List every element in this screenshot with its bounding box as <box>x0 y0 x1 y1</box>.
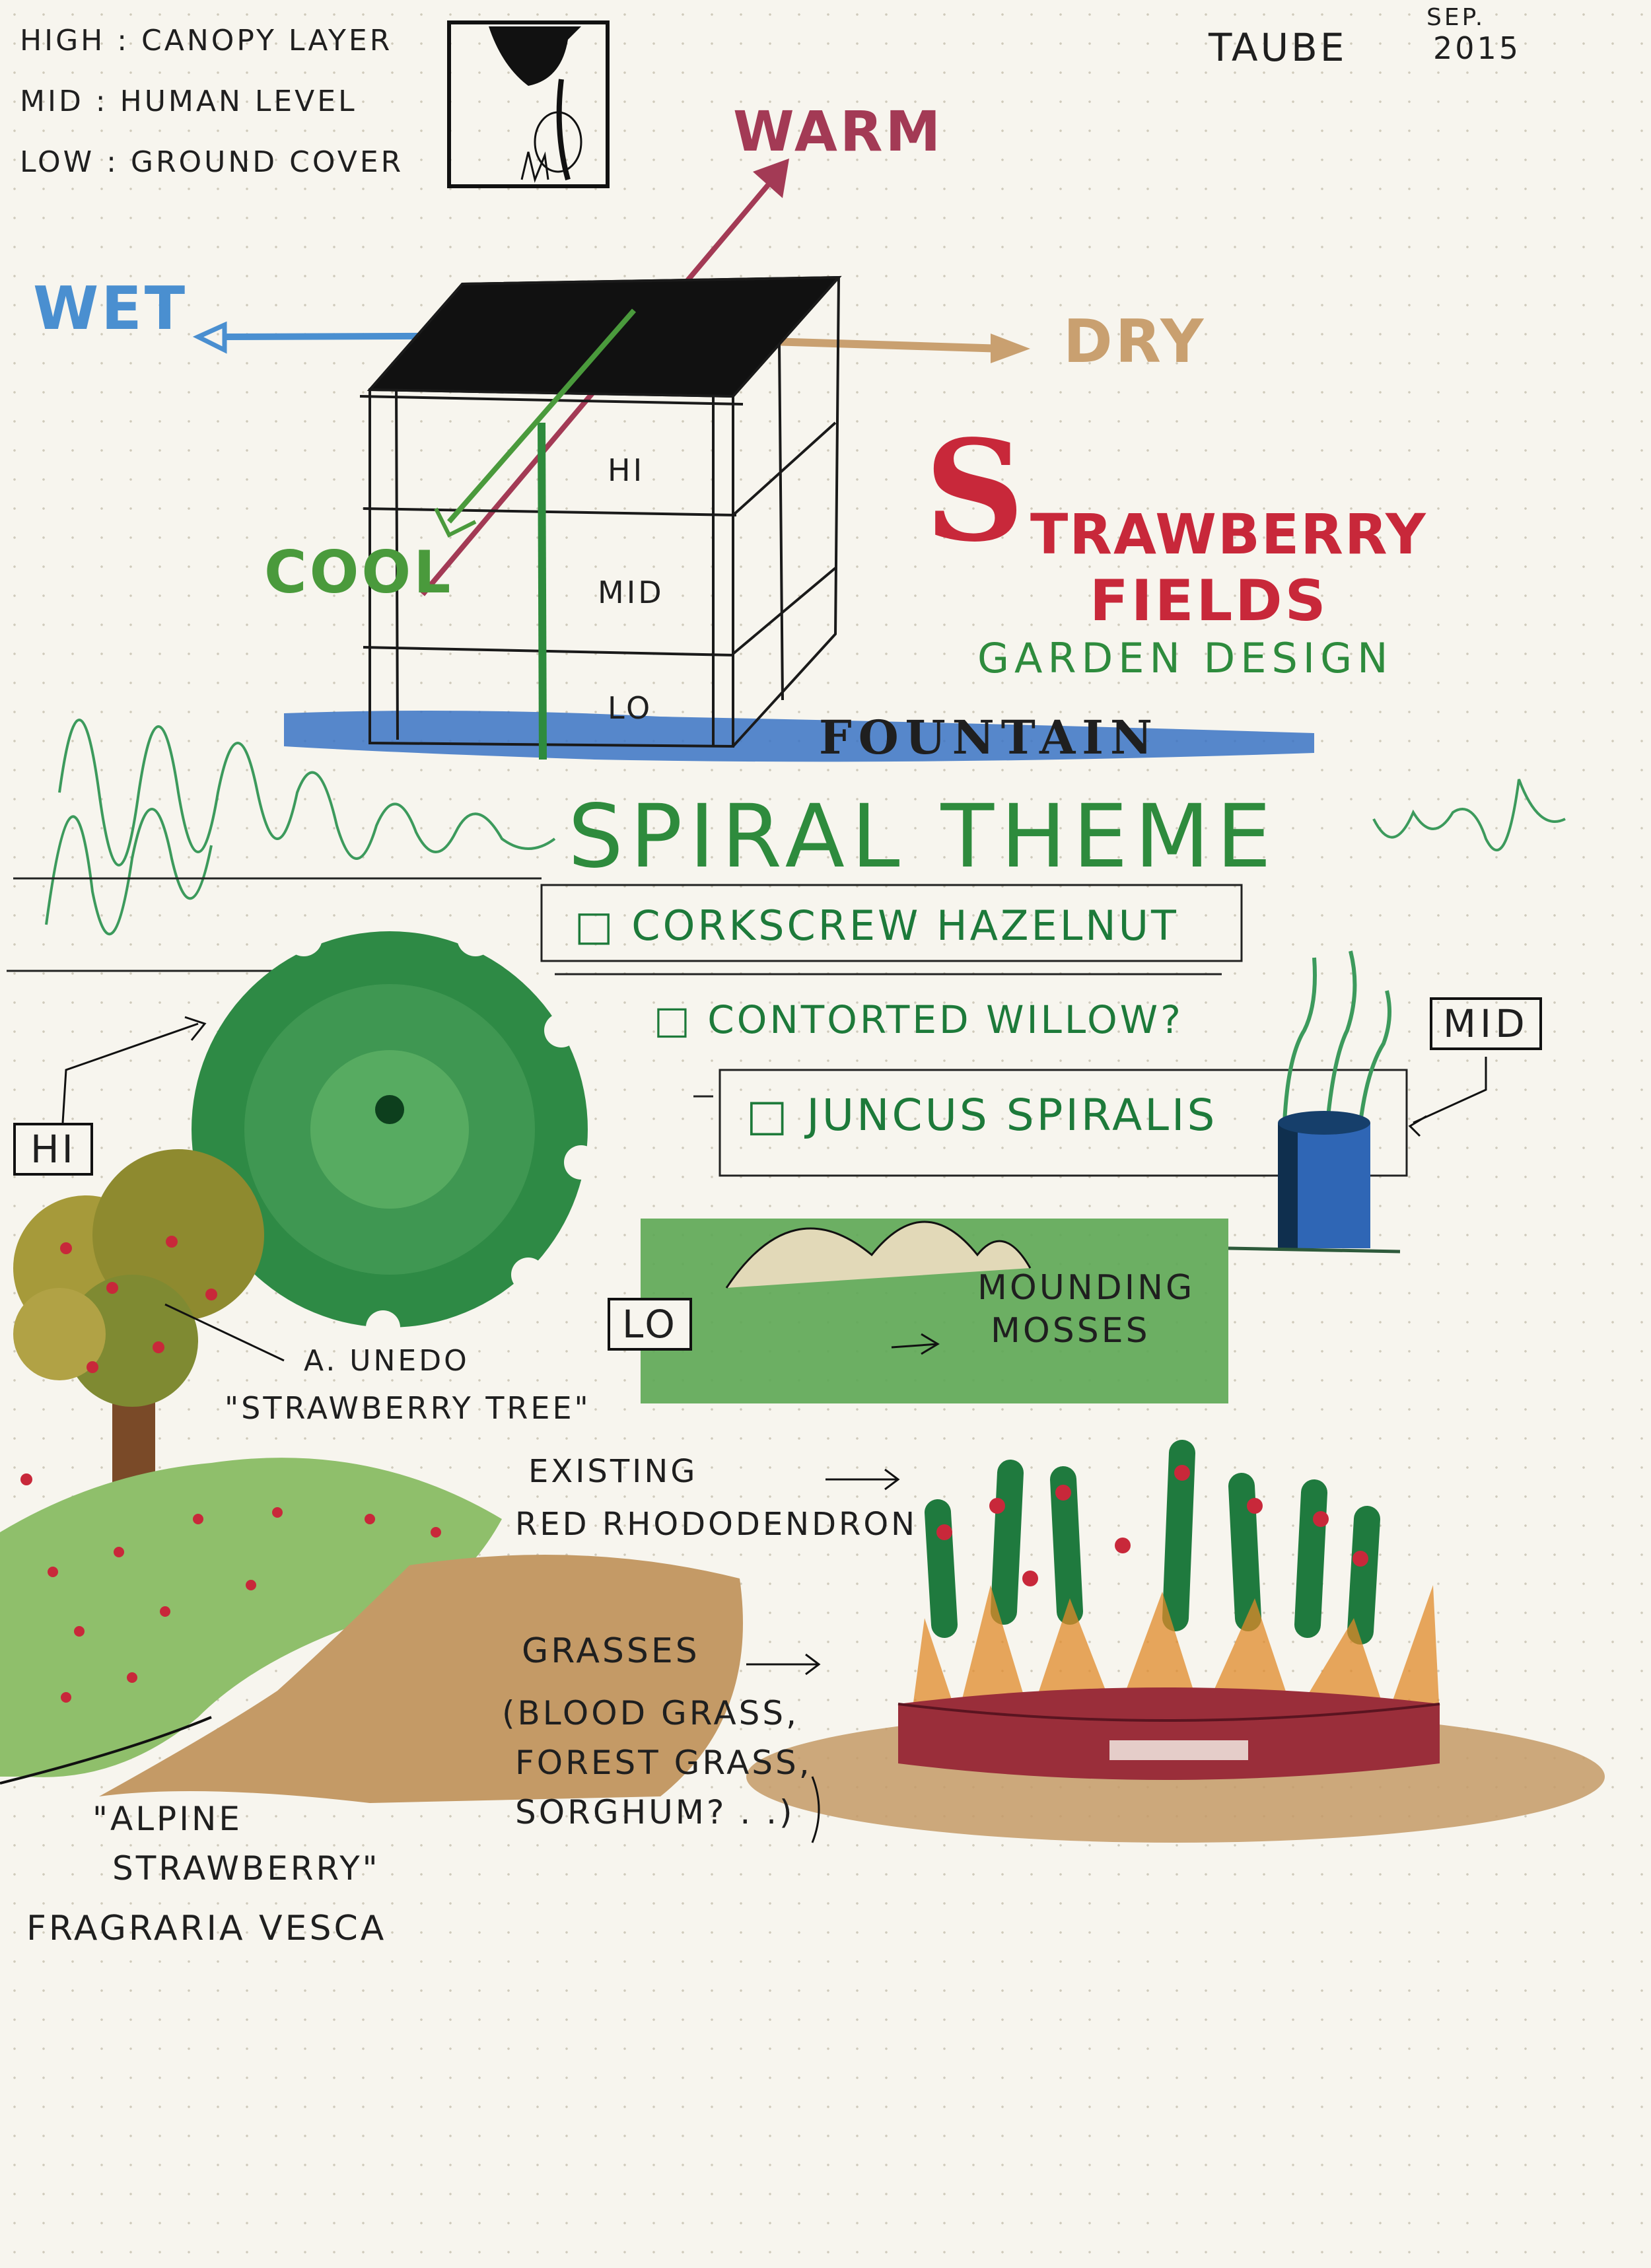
climate-cube <box>359 275 842 748</box>
grasses-line1: GRASSES <box>522 1631 700 1671</box>
alpine-line1: "ALPINE <box>92 1800 242 1838</box>
cube-layer-hi: HI <box>608 452 645 488</box>
grasses-line4: SORGHUM? . .) <box>515 1793 795 1831</box>
tree-label-line2: "STRAWBERRY TREE" <box>225 1390 591 1426</box>
rhodo-line2: RED RHODODENDRON <box>515 1506 918 1543</box>
legend-mid: MID : HUMAN LEVEL <box>20 85 357 118</box>
signature-month: SEP. <box>1426 4 1486 31</box>
hi-pointer <box>61 1016 207 1123</box>
theme-label: SPIRAL THEME <box>568 786 1279 888</box>
wet-label: WET <box>33 274 188 343</box>
alpine-line3: FRAGRARIA VESCA <box>26 1909 387 1948</box>
juncus-pot <box>1228 950 1401 1254</box>
mosses-line2: MOSSES <box>991 1311 1150 1351</box>
tree-label-line1: A. UNEDO <box>304 1344 470 1378</box>
title-line1: TRAWBERRY <box>1030 502 1427 567</box>
layer-thumbnail <box>447 20 610 188</box>
mosses-line1: MOUNDING <box>977 1268 1195 1308</box>
plant-contorted-willow: □ CONTORTED WILLOW? <box>654 997 1183 1042</box>
tag-lo: LO <box>608 1298 692 1351</box>
plant-corkscrew-hazelnut: □ CORKSCREW HAZELNUT <box>575 902 1179 950</box>
cube-center-green-line <box>538 422 547 760</box>
legend-low: LOW : GROUND COVER <box>20 145 404 179</box>
grasses-line2: (BLOOD GRASS, <box>502 1694 800 1732</box>
tag-hi: HI <box>13 1123 93 1176</box>
mid-pointer <box>1408 1057 1487 1137</box>
rule-lines <box>7 877 1408 1177</box>
grasses-line3: FOREST GRASS, <box>515 1744 812 1782</box>
grass-planter <box>746 1440 1605 1843</box>
label-arrows <box>746 1468 900 1843</box>
title-subtitle: GARDEN DESIGN <box>977 634 1393 682</box>
strawberry-mound <box>0 1458 743 1803</box>
cube-layer-lo: LO <box>608 690 653 726</box>
moss-panel <box>641 1219 1228 1403</box>
strawberry-tree-elevation <box>13 1149 285 1525</box>
title-line2: FIELDS <box>1090 568 1329 634</box>
fountain-label: FOUNTAIN <box>819 710 1160 765</box>
cool-axis-arrow <box>434 308 637 538</box>
legend-high: HIGH : CANOPY LAYER <box>20 24 393 57</box>
fountain-water <box>284 711 1314 762</box>
spiral-scribbles <box>45 719 1566 936</box>
canopy-plan-view <box>192 919 598 1345</box>
warm-label: WARM <box>733 99 944 164</box>
tag-mid: MID <box>1430 997 1542 1050</box>
title-capital: S <box>925 409 1025 573</box>
signature-name: TAUBE <box>1209 25 1347 70</box>
rhodo-line1: EXISTING <box>528 1453 698 1490</box>
cube-layer-mid: MID <box>598 575 664 610</box>
dry-label: DRY <box>1063 307 1207 376</box>
cool-label: COOL <box>264 538 454 606</box>
signature-year: 2015 <box>1433 30 1522 66</box>
plant-juncus-spiralis: □ JUNCUS SPIRALIS <box>746 1090 1218 1141</box>
alpine-line2: STRAWBERRY" <box>112 1849 380 1888</box>
